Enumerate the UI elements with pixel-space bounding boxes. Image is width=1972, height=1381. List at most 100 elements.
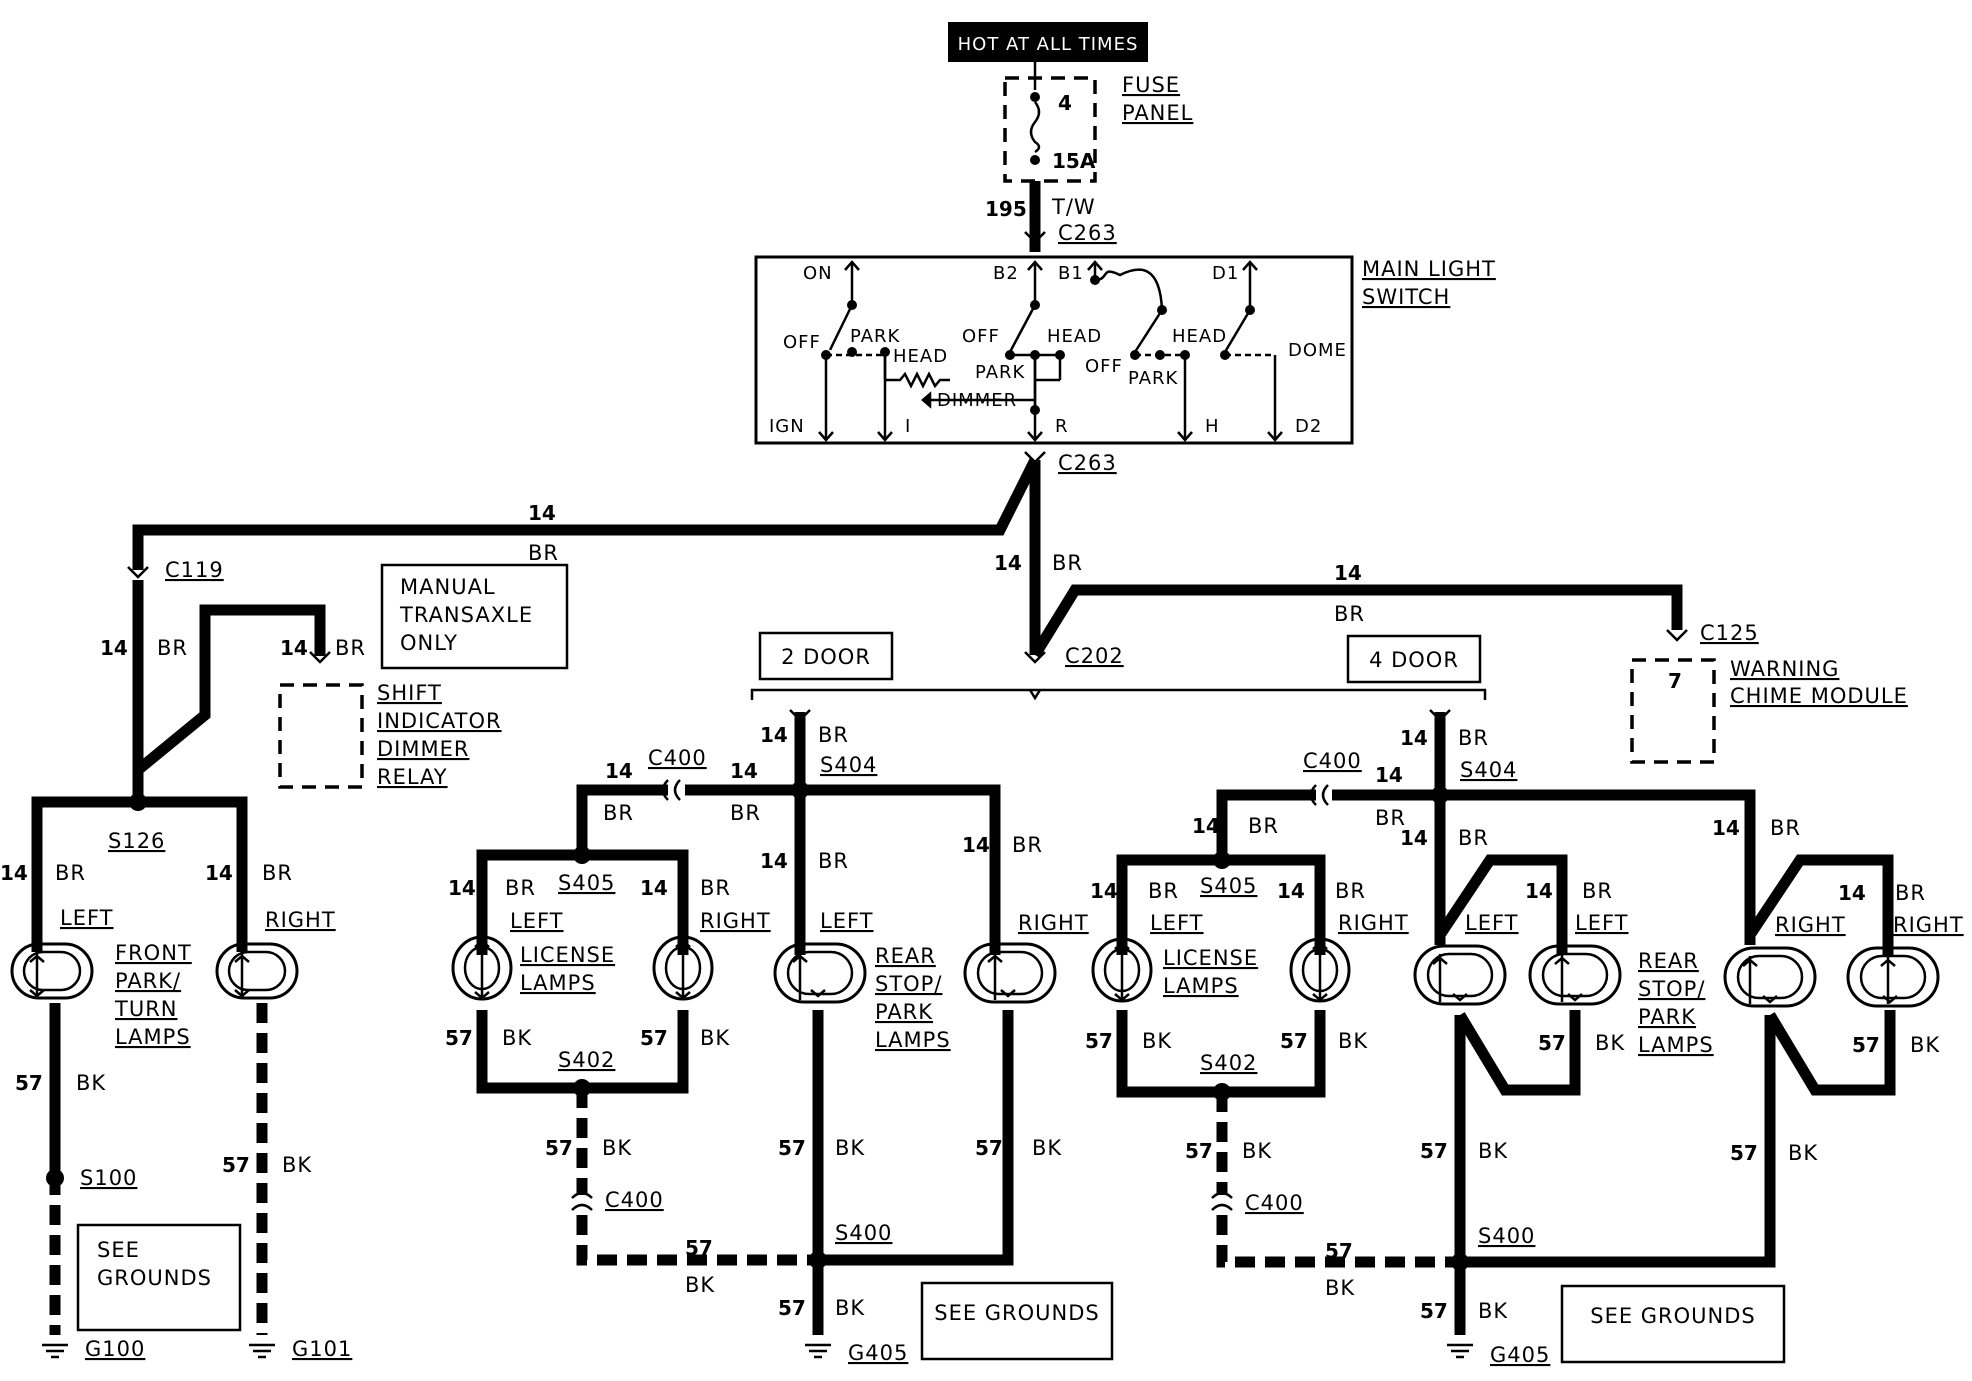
trunk-center-gauge: 14 [994,551,1022,575]
w2d-10-c: BK [602,1136,632,1160]
w4d-6-g: 14 [1090,879,1118,903]
front-lamps-label-3: TURN [114,997,178,1021]
splice-s400-2door [809,1251,827,1269]
fuse-box [1003,76,1097,183]
ground-g405-4door: G405 [1490,1343,1550,1367]
connector-c119: C119 [165,558,224,582]
front-lamps-label-1: FRONT [115,941,192,965]
w4d-5-c: BR [1770,816,1801,840]
w4d-2-g: 14 [1375,763,1403,787]
w2d-4-g: 14 [760,849,788,873]
pos-park-1: PARK [850,326,901,347]
hot-at-all-times-banner [948,22,1148,62]
connector-c400-4door-bottom-symbol [1211,1191,1233,1211]
w4d-4-c: BR [1458,826,1489,850]
splice-s404-2door-label: S404 [820,753,877,777]
front-right-lamp [215,942,299,1000]
front-left-label: LEFT [60,906,114,930]
see-grounds-2door: SEE GROUNDS [934,1301,1100,1325]
w2d-11-g: 57 [778,1136,806,1160]
splice-s400-2door-label: S400 [835,1221,892,1245]
w2d-1-c: BR [818,723,849,747]
w2d-4-c: BR [818,849,849,873]
two-door-box [758,631,894,681]
splice-s400-4door [1451,1253,1469,1271]
front-right-gauge: 14 [205,861,233,885]
license-left-label-2door: LEFT [510,909,564,933]
splice-s405-2door [573,846,591,864]
splice-s404-4door [1431,786,1449,804]
terminal-r: R [1055,416,1069,437]
two-door-label: 2 DOOR [781,645,871,669]
w4d-4-g: 14 [1400,826,1428,850]
rear-lamp-left-2door [773,942,867,1004]
fuse-panel-label-2: PANEL [1122,101,1193,125]
pos-park-3: PARK [1128,368,1179,389]
terminal-b1: B1 [1058,263,1084,284]
splice-s404-4door-label: S404 [1460,758,1517,782]
w4d-11-g: 57 [1280,1029,1308,1053]
license-lamps-2door-label-1: LICENSE [520,943,615,967]
w2d-6-g: 14 [448,876,476,900]
trunk-left-color: BR [528,541,559,565]
rear-left-label-2door: LEFT [820,909,874,933]
shift-label-4: RELAY [377,765,448,789]
main-light-switch-box [754,255,1354,445]
rear-left-outer-label-4door: LEFT [1465,911,1519,935]
front-lamps-label-4: LAMPS [115,1025,191,1049]
splice-s126 [129,793,147,811]
see-grounds-4door: SEE GROUNDS [1590,1304,1756,1328]
see-grounds-box-left [76,1223,242,1332]
w4d-12-c: BK [1595,1031,1625,1055]
w4d-10-g: 57 [1085,1029,1113,1053]
rear-lamp-left-inner-4door [1528,944,1622,1006]
four-door-label: 4 DOOR [1369,648,1459,672]
w2d-12-g: 57 [975,1136,1003,1160]
wire-front-grounds [49,1003,268,1335]
shift-label-2: INDICATOR [377,709,502,733]
license-right-label-2door: RIGHT [700,909,771,933]
w4d-7-c: BR [1335,879,1366,903]
rear-lamps-2door-label-2: STOP/ [875,972,942,996]
manual-label-1: MANUAL [400,575,496,599]
w4d-17-c: BK [1325,1276,1355,1300]
manual-label-3: ONLY [400,631,458,655]
terminal-i: I [905,416,911,437]
splice-s405-4door-label: S405 [1200,874,1257,898]
w4d-12-g: 57 [1538,1031,1566,1055]
ground-g405-2door: G405 [848,1341,908,1365]
splice-s400-4door-label: S400 [1478,1224,1535,1248]
trunk-right-gauge: 14 [1334,561,1362,585]
front-left-ground-color: BK [76,1071,106,1095]
pos-head-2: HEAD [1047,326,1102,347]
w2d-8-c: BK [502,1026,532,1050]
w2d-5-c: BR [1012,833,1043,857]
rear-lamp-right-outer-4door [1846,946,1940,1008]
w4d-8-g: 14 [1525,879,1553,903]
w4d-3-c: BR [1248,814,1279,838]
trunk-center-color: BR [1052,551,1083,575]
connector-c263-bottom: C263 [1058,451,1117,475]
w2d-13-g: 57 [685,1236,713,1260]
front-left-color: BR [55,861,86,885]
w2d-5-g: 14 [962,833,990,857]
wire-195-color: T/W [1051,195,1096,219]
four-door-box [1346,634,1482,684]
trunk-left-gauge: 14 [528,501,556,525]
license-lamp-left-4door [1091,937,1153,1003]
w4d-16-g: 57 [1730,1141,1758,1165]
splice-s402-4door [1213,1083,1231,1101]
rear-lamps-2door-label-3: PARK [875,1000,933,1024]
pos-park-2: PARK [975,362,1026,383]
front-left-lamp [10,942,94,1000]
connector-c125: C125 [1700,621,1759,645]
front-left-ground-gauge: 57 [15,1071,43,1095]
front-lamps-label-2: PARK/ [115,969,181,993]
license-left-label-4door: LEFT [1150,911,1204,935]
license-lamps-4door-label-2: LAMPS [1163,974,1239,998]
w2d-8-g: 57 [445,1026,473,1050]
w2d-9-c: BK [700,1026,730,1050]
rear-lamps-2door-label-4: LAMPS [875,1028,951,1052]
w4d-13-c: BK [1910,1033,1940,1057]
splice-s126-label: S126 [108,829,165,853]
